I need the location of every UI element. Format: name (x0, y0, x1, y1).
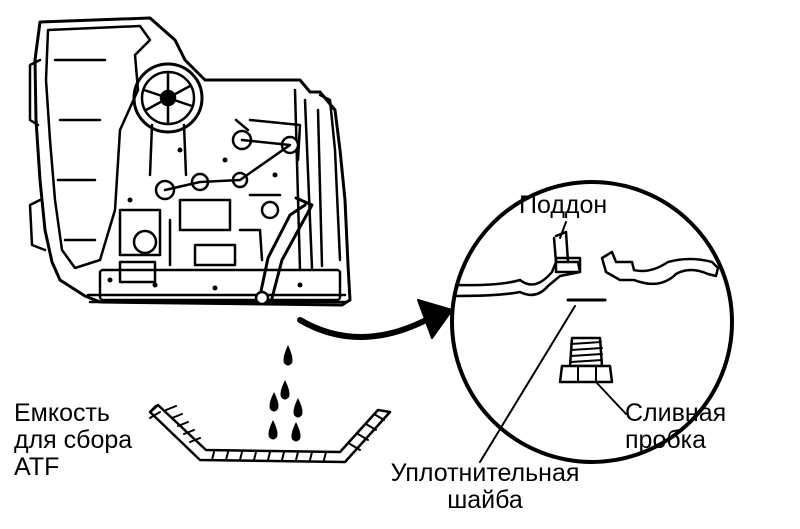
container-label-line-3: ATF (14, 453, 60, 481)
detail-inset (450, 180, 734, 464)
container-label: Емкость для сбора ATF (14, 400, 132, 481)
fluid-drops (268, 345, 303, 442)
container-label-line-2: для сбора (14, 426, 133, 454)
collection-container (148, 403, 392, 464)
container-label-line-1: Емкость (14, 399, 110, 427)
sealing-washer-label-line-2: шайба (447, 486, 523, 514)
container-leader (149, 411, 161, 419)
drain-plug-label-line-1: Сливная (625, 399, 727, 427)
callout-arrow (297, 299, 453, 340)
transmission-drawing (28, 16, 352, 307)
sealing-washer-label-line-1: Уплотнительная (390, 459, 580, 487)
sealing-washer-label: Уплотнительная шайба (365, 460, 605, 514)
drain-plug-label-line-2: пробка (625, 426, 707, 454)
pan-label-text: Поддон (519, 191, 608, 219)
drain-plug-label: Сливная пробка (625, 400, 726, 454)
pan-label: Поддон (519, 192, 607, 219)
